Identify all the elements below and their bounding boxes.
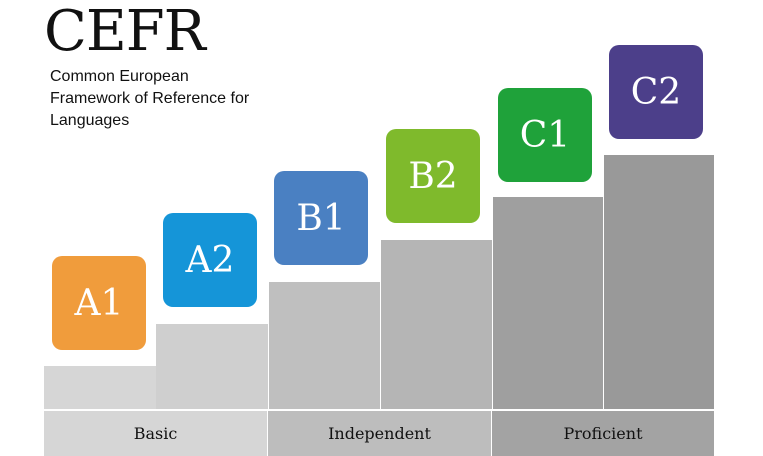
band-independent: Independent bbox=[268, 411, 491, 456]
step-c1 bbox=[492, 197, 603, 409]
diagram-title: CEFR bbox=[44, 0, 206, 64]
level-badge-b1: B1 bbox=[274, 171, 368, 265]
band-proficient: Proficient bbox=[492, 411, 714, 456]
level-badge-b2: B2 bbox=[386, 129, 480, 223]
level-badge-c2: C2 bbox=[609, 45, 703, 139]
diagram-subtitle: Common European Framework of Reference f… bbox=[50, 66, 350, 132]
subtitle-line: Common European bbox=[50, 68, 189, 85]
level-badge-a1: A1 bbox=[52, 256, 146, 350]
level-badge-c1: C1 bbox=[498, 88, 592, 182]
step-c2 bbox=[603, 155, 714, 409]
step-b2 bbox=[380, 240, 492, 409]
level-badge-a2: A2 bbox=[163, 213, 257, 307]
band-basic: Basic bbox=[44, 411, 267, 456]
step-b1 bbox=[268, 282, 380, 409]
subtitle-line: Framework of Reference for bbox=[50, 90, 250, 107]
step-a1 bbox=[44, 366, 156, 409]
step-a2 bbox=[156, 324, 268, 409]
subtitle-line: Languages bbox=[50, 112, 130, 129]
